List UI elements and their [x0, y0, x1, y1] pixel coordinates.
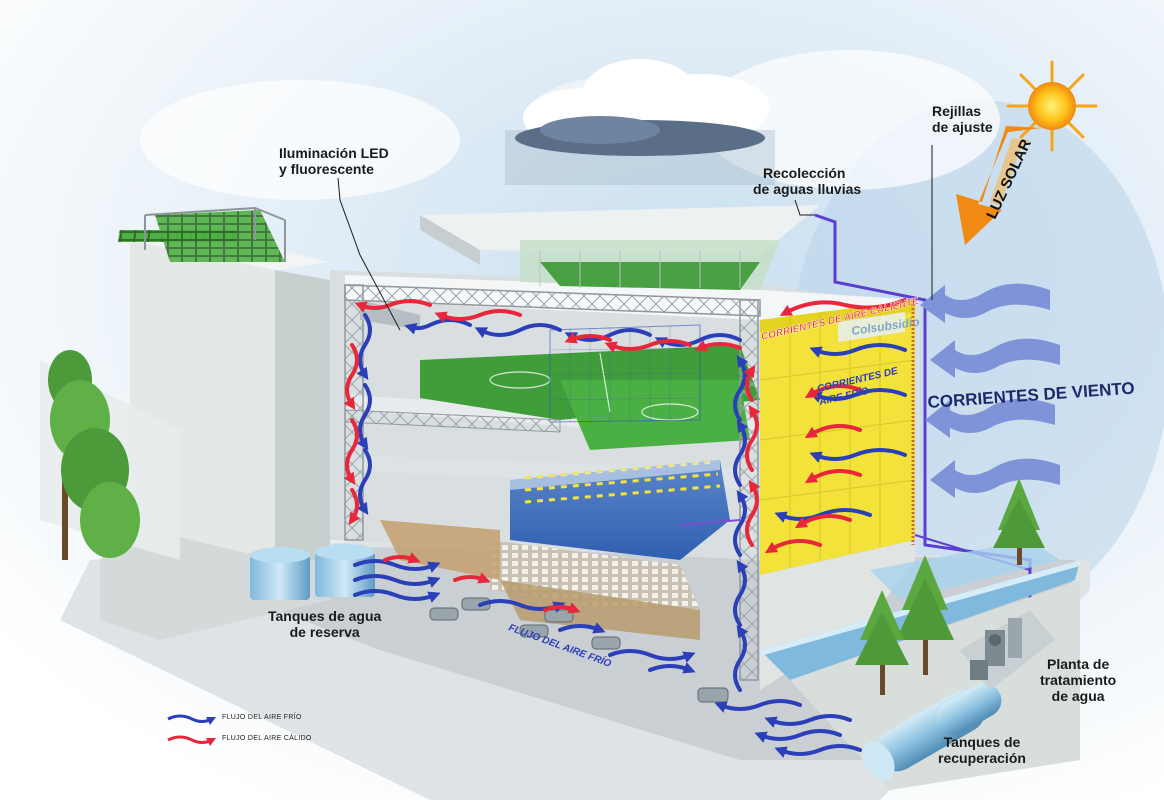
planta-line-1: Planta de: [1046, 656, 1110, 672]
rejillas-line-1: Rejillas: [932, 103, 982, 119]
recoleccion-label: Recolección de aguas lluvias: [753, 165, 861, 197]
leader-lines: [337, 145, 933, 331]
left-tower: [100, 206, 330, 640]
legend-warm-text: FLUJO DEL AIRE CÁLIDO: [222, 735, 312, 742]
tanques-recuperacion-line-2: recuperación: [938, 750, 1026, 766]
treatment-plant-icon: [960, 610, 1055, 690]
recovery-tanks: [862, 683, 1002, 781]
planta-line-3: de agua: [1051, 688, 1105, 704]
rejillas-line-2: de ajuste: [932, 119, 993, 135]
tanques-reserva-label: Tanques de agua de reserva: [268, 608, 381, 640]
tanques-reserva-line-1: Tanques de agua: [268, 608, 382, 624]
tanques-recuperacion-label: Tanques de recuperación: [938, 734, 1026, 766]
soccer-field-lower: [560, 380, 750, 450]
cloud-icon: [505, 59, 775, 185]
planta-label: Planta de tratamiento de agua: [1040, 656, 1116, 704]
tree-icon: [993, 478, 1045, 565]
iluminacion-line-2: y fluorescente: [279, 161, 374, 177]
recoleccion-line-2: de aguas lluvias: [753, 181, 862, 197]
sunlight-arrow: [956, 126, 1042, 245]
rejillas-label: Rejillas de ajuste: [932, 103, 993, 135]
swimming-pool: [510, 460, 730, 560]
tanques-reserva-line-2: de reserva: [289, 624, 360, 640]
tree-icon: [48, 350, 140, 560]
wind-arrows: [920, 283, 1060, 498]
colsubsidio-logo: Colsubsidio: [838, 312, 920, 342]
truss-top: [344, 284, 761, 317]
tree-icon: [855, 590, 909, 695]
legend-cold: FLUJO DEL AIRE FRÍO: [222, 714, 302, 721]
sun-icon: [1006, 60, 1098, 152]
legend-cold-text: FLUJO DEL AIRE FRÍO: [222, 714, 302, 721]
car-icon: [429, 597, 729, 703]
iluminacion-line-1: Iluminación LED: [279, 145, 389, 161]
iluminacion-label: Iluminación LED y fluorescente: [279, 145, 389, 177]
planta-line-2: tratamiento: [1040, 672, 1117, 688]
tanques-recuperacion-line-1: Tanques de: [943, 734, 1021, 750]
legend-warm: FLUJO DEL AIRE CÁLIDO: [222, 735, 312, 742]
tree-icon: [896, 555, 954, 675]
warm-air-flow: [343, 298, 907, 614]
recoleccion-line-1: Recolección: [763, 165, 846, 181]
legend-arrows: [167, 714, 217, 747]
